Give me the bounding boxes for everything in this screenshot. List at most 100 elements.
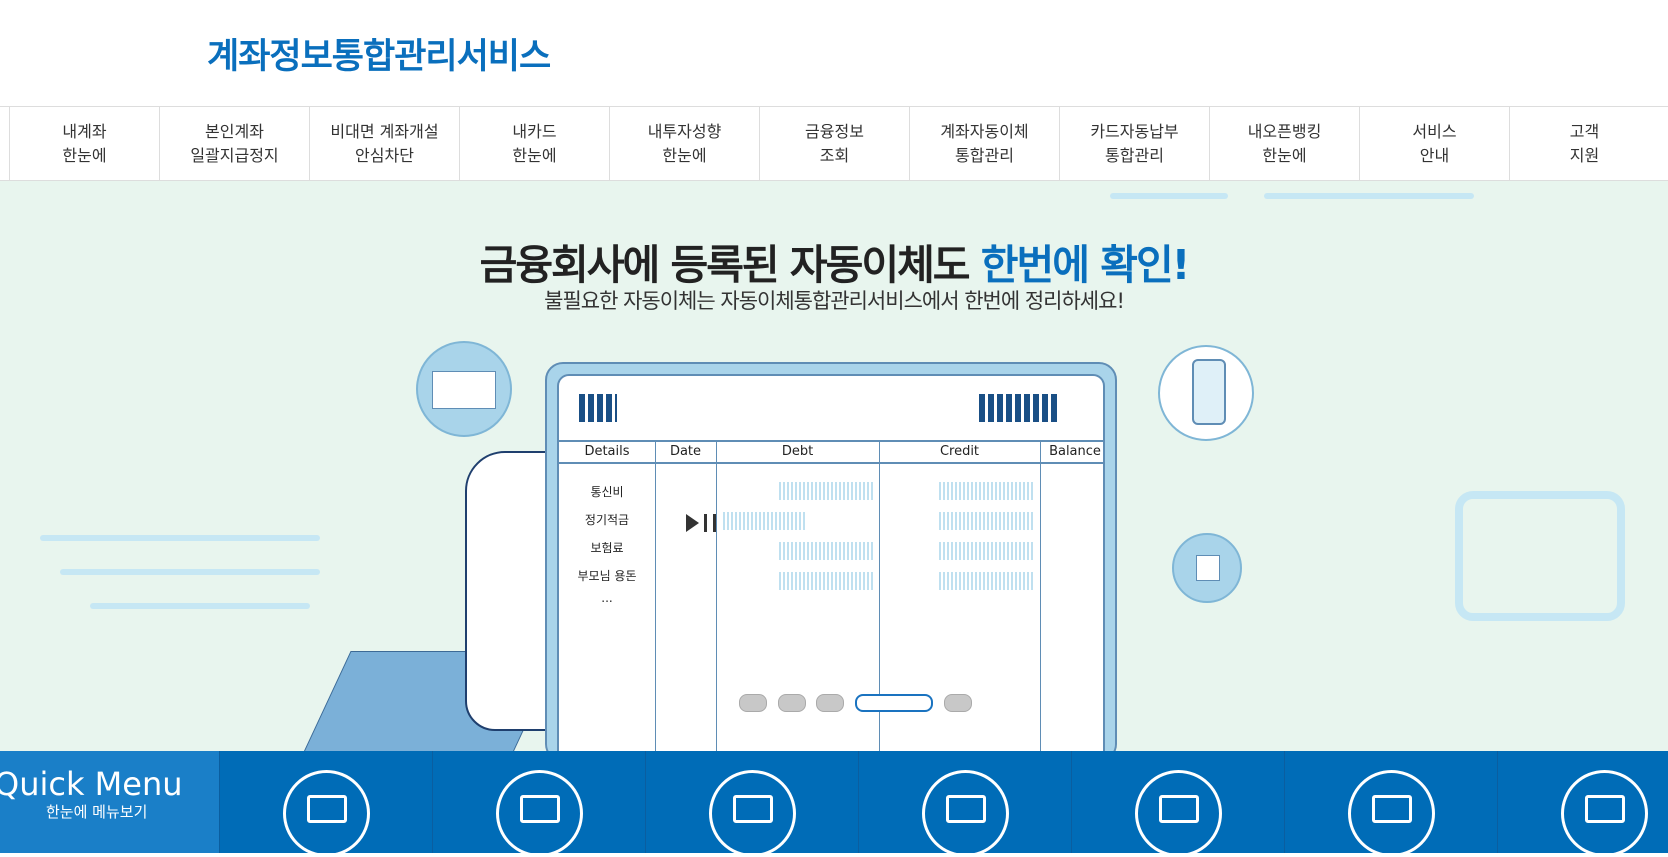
nav-item-label: 통합관리 [1105,146,1164,165]
monitor-search-icon [1135,770,1222,857]
nav-item-label: 본인계좌 [205,122,264,141]
nav-item-label: 계좌자동이체 [940,122,1029,141]
banner-subtitle: 불필요한 자동이체는 자동이체통합관리서비스에서 한번에 정리하세요! [544,289,1125,313]
column-divider [716,440,717,751]
quick-menu-item[interactable] [1071,751,1284,857]
slide-indicator[interactable] [944,694,972,712]
nav-item-label: 서비스 [1412,122,1457,141]
quick-menu-item[interactable] [858,751,1071,857]
nav-item-label: 한눈에 [62,146,107,165]
quick-menu-item[interactable] [432,751,645,857]
decoration [60,569,320,575]
document-bubble-icon [1172,533,1242,603]
nav-item-label: 내카드 [512,122,557,141]
bar-mark [779,572,875,590]
quick-menu-title: Quick Menu [0,765,183,803]
nav-item-label: 내투자성향 [647,122,722,141]
bar-mark [779,542,875,560]
nav-item-label: 일괄지급정지 [190,146,279,165]
play-icon[interactable] [686,514,699,532]
nav-item-label: 통합관리 [955,146,1014,165]
column-divider [655,440,656,751]
card-block-icon [496,770,583,857]
decoration [90,603,310,609]
quick-menu-item[interactable] [219,751,432,857]
quick-menu: Quick Menu 한눈에 메뉴보기 [0,751,1668,857]
quick-menu-item[interactable] [1284,751,1497,857]
barcode [979,394,1059,422]
quick-menu-item[interactable] [645,751,858,857]
column-balance: Balance [1049,444,1101,459]
headline-text: 금융회사에 등록된 자동이체도 [479,241,981,289]
row-label: 통신비 [590,485,624,499]
bank-icon [283,770,370,857]
nav-item-label: 한눈에 [1262,146,1307,165]
row-label: ... [601,591,613,605]
statement-screen: Details Date Debt Credit Balance 통신비 정기적… [557,374,1105,751]
barcode [579,394,617,422]
card-hand-icon [709,770,796,857]
headline-highlight: 한번에 확인! [980,241,1191,289]
tablet-illustration: Details Date Debt Credit Balance 통신비 정기적… [545,362,1117,751]
quick-menu-item[interactable] [1497,751,1668,857]
nav-item-label: 내계좌 [62,122,107,141]
quick-menu-title-box: Quick Menu 한눈에 메뉴보기 [0,751,219,853]
banner-headline: 금융회사에 등록된 자동이체도 한번에 확인! [0,231,1668,291]
nav-item-label: 한눈에 [662,146,707,165]
card-database-icon [1348,770,1435,857]
bar-mark [779,482,875,500]
slide-indicator[interactable] [816,694,844,712]
nav-item-label: 조회 [819,146,850,165]
nav-item-label: 내오픈뱅킹 [1247,122,1322,141]
chat-bubble-decoration [1455,491,1625,621]
bar-mark [939,542,1035,560]
column-details: Details [584,444,630,459]
row-label: 보험료 [590,541,624,555]
row-label: 부모님 용돈 [577,569,637,583]
slide-indicator[interactable] [739,694,767,712]
bar-mark [939,482,1035,500]
bar-mark [723,512,805,530]
row-label: 정기적금 [584,513,630,527]
card-search-icon [1561,770,1648,857]
nav-item-label: 카드자동납부 [1090,122,1179,141]
nav-item-label: 한눈에 [512,146,557,165]
column-debt: Debt [781,444,814,459]
slide-indicator[interactable] [778,694,806,712]
main-banner: 금융회사에 등록된 자동이체도 한번에 확인! 불필요한 자동이체는 자동이체통… [0,181,1668,751]
pause-icon[interactable] [704,514,716,532]
decoration [1110,193,1228,199]
table-header [559,440,1103,464]
nav-item-label: 안내 [1419,146,1450,165]
column-divider [1040,440,1041,751]
column-date: Date [669,444,702,459]
slide-indicator[interactable] [855,694,933,712]
nav-item-label: 안심차단 [355,146,414,165]
bar-mark [939,512,1035,530]
nav-item-label: 지원 [1569,146,1600,165]
decoration [40,535,320,541]
decoration [1264,193,1474,199]
column-credit: Credit [939,444,980,459]
site-logo-title[interactable]: 계좌정보통합관리서비스 [207,37,551,77]
phone-bubble-icon [1158,345,1254,441]
bar-mark [939,572,1035,590]
column-divider [879,440,880,751]
nav-item-label: 고객 [1569,122,1600,141]
nav-item-label: 비대면 계좌개설 [330,122,439,141]
nav-item-label: 금융정보 [805,122,864,141]
card-point-icon [922,770,1009,857]
card-bubble-icon [416,341,512,437]
